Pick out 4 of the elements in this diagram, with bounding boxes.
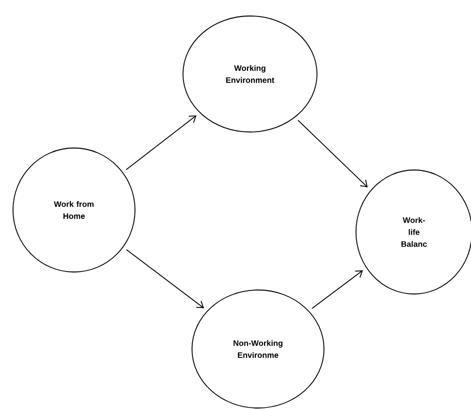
arrow (312, 270, 363, 309)
arrow (126, 249, 204, 308)
arrow (298, 120, 368, 188)
arrow (126, 115, 196, 170)
